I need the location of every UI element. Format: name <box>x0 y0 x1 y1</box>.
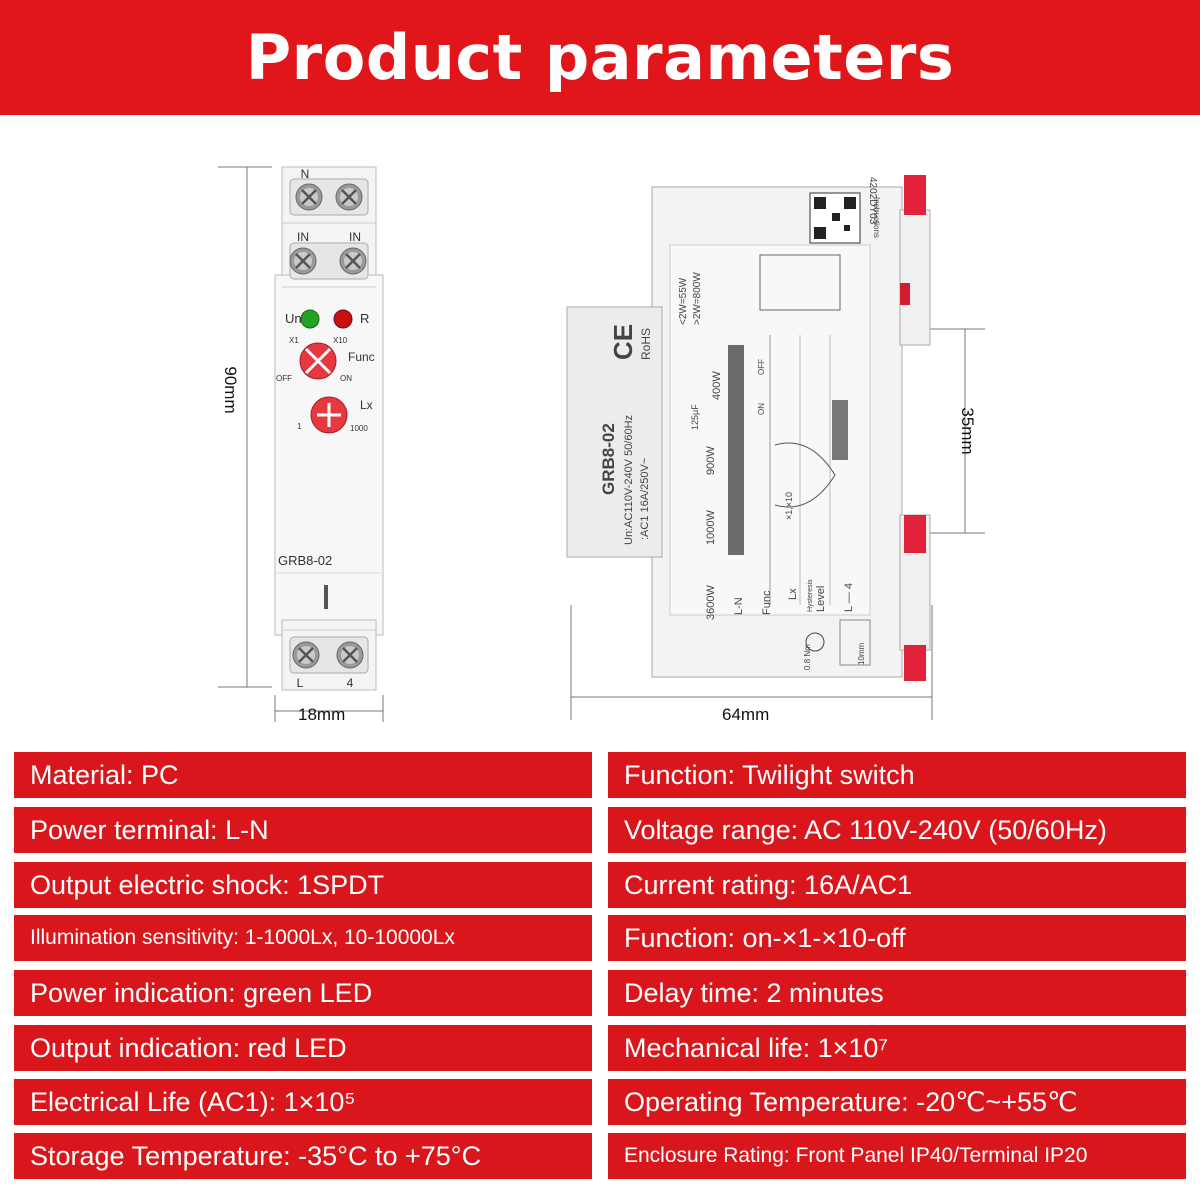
front-view: N IN IN Un R X1 X10 Func OFF ON Lx 1 100… <box>218 166 384 722</box>
lx-max-label: 1000 <box>350 424 368 433</box>
spec-left-5: Power indication: green LED <box>14 970 592 1016</box>
side-instructions-label: Instructions <box>872 197 881 238</box>
side-row-lx: Lx <box>787 588 799 600</box>
side-model-label: GRB8-02 <box>599 423 618 495</box>
side-code-label: 4202DY03 <box>867 177 878 225</box>
spec-right-5: Delay time: 2 minutes <box>608 970 1186 1016</box>
side-row-l4: L — 4 <box>843 583 855 612</box>
side-load-4: 400W <box>711 371 723 400</box>
spec-left-2: Power terminal: L-N <box>14 807 592 853</box>
front-terminal-n: N <box>301 167 310 181</box>
side-off: OFF <box>757 359 766 375</box>
side-voltage-label: Un:AC110V-240V 50/60Hz <box>623 415 635 545</box>
side-load-2: 1000W <box>705 510 717 545</box>
side-load-1: 3600W <box>705 585 717 620</box>
lx-label: Lx <box>360 398 373 412</box>
diagram-drawing: N IN IN Un R X1 X10 Func OFF ON Lx 1 100… <box>218 166 985 722</box>
spec-right-6: Mechanical life: 1×10⁷ <box>608 1025 1186 1071</box>
header-banner: Product parameters <box>0 0 1200 115</box>
side-row-level: Level <box>815 586 827 612</box>
side-contact-label: :AC1 16A/250V~ <box>639 458 651 540</box>
side-hysteresis: Hysteresis <box>807 579 814 612</box>
spec-left-7: Electrical Life (AC1): 1×10⁵ <box>14 1079 592 1125</box>
side-torque: 0.8 Nm <box>803 644 812 670</box>
spec-right-3: Current rating: 16A/AC1 <box>608 862 1186 908</box>
spec-left-3: Output electric shock: 1SPDT <box>14 862 592 908</box>
spec-left-1: Material: PC <box>14 752 592 798</box>
spec-right-1: Function: Twilight switch <box>608 752 1186 798</box>
side-ce-mark: CE <box>608 324 638 360</box>
side-x-labels: ×1,×10 <box>784 492 794 520</box>
spec-left-8: Storage Temperature: -35°C to +75°C <box>14 1133 592 1179</box>
front-terminal-4: 4 <box>347 676 354 690</box>
spec-right-4: Function: on-×1-×10-off <box>608 915 1186 961</box>
dim-depth: 64mm <box>722 705 770 724</box>
side-row-ln: L-N <box>733 597 745 615</box>
dim-rail: 35mm <box>958 407 977 455</box>
dim-height: 90mm <box>221 366 240 414</box>
front-terminal-in-a: IN <box>297 230 309 244</box>
front-terminal-l: L <box>297 676 304 690</box>
spec-right-2: Voltage range: AC 110V-240V (50/60Hz) <box>608 807 1186 853</box>
side-led-small: <2W=55W <box>678 277 689 325</box>
spec-left-4: Illumination sensitivity: 1-1000Lx, 10-1… <box>14 915 592 961</box>
product-diagram: N IN IN Un R X1 X10 Func OFF ON Lx 1 100… <box>0 115 1200 750</box>
func-on-label: ON <box>340 374 352 383</box>
side-rohs-label: RoHS <box>639 328 653 360</box>
side-load-3: 900W <box>705 446 717 475</box>
side-strip: 10mm <box>857 642 866 665</box>
page-title: Product parameters <box>245 21 955 94</box>
lx-min-label: 1 <box>297 422 302 431</box>
spec-right-8: Enclosure Rating: Front Panel IP40/Termi… <box>608 1133 1186 1179</box>
spec-right-7: Operating Temperature: -20℃~+55℃ <box>608 1079 1186 1125</box>
front-model-label: GRB8-02 <box>278 553 332 568</box>
led-r-label: R <box>360 311 369 326</box>
func-x10-label: X10 <box>333 336 348 345</box>
side-on: ON <box>757 403 766 415</box>
func-label: Func <box>348 350 375 364</box>
led-un-label: Un <box>285 311 302 326</box>
front-terminal-in-b: IN <box>349 230 361 244</box>
side-led-big: >2W=800W <box>692 272 703 325</box>
func-off-label: OFF <box>276 374 292 383</box>
side-row-func: Func <box>761 590 773 615</box>
spec-left-6: Output indication: red LED <box>14 1025 592 1071</box>
side-view: GRB8-02 Un:AC110V-240V 50/60Hz :AC1 16A/… <box>566 175 985 720</box>
func-x1-label: X1 <box>289 336 299 345</box>
side-cap-label: 125μF <box>690 404 700 430</box>
dim-width-front: 18mm <box>298 705 346 724</box>
